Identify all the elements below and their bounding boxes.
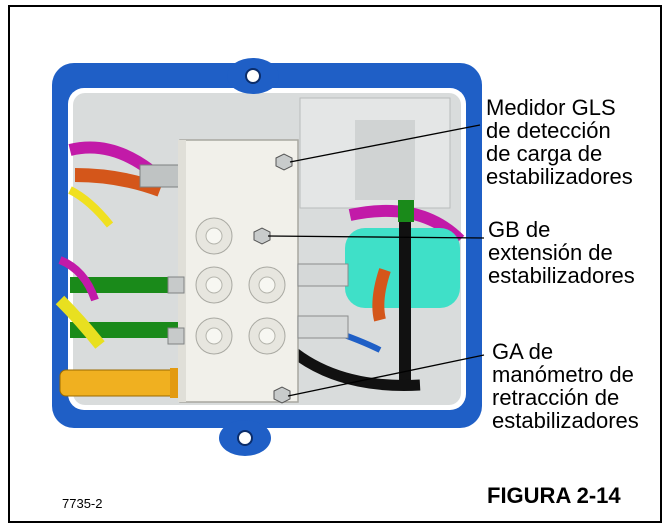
top-mount-hole xyxy=(245,68,261,84)
valve-4-core xyxy=(205,327,223,345)
yellow-hose-upper xyxy=(68,186,114,228)
valve-2-core xyxy=(205,276,223,294)
gb-gauge-port xyxy=(253,227,271,245)
fitting-left-2 xyxy=(167,327,185,345)
magenta-hose xyxy=(68,141,154,175)
valve-1-core xyxy=(205,227,223,245)
fitting-right-2 xyxy=(297,315,349,339)
manifold-block xyxy=(179,139,299,403)
gls-gauge-port xyxy=(275,153,293,171)
callout-gls-gauge: Medidor GLS de detección de carga de est… xyxy=(486,95,633,189)
magenta-hose-lower xyxy=(58,256,99,302)
callout-gb-gauge: GB de extensión de estabilizadores xyxy=(488,217,635,288)
valve-5-core xyxy=(258,327,276,345)
bottom-mount-hole xyxy=(237,430,253,446)
callout-ga-gauge: GA de manómetro de retracción de estabil… xyxy=(492,339,639,433)
yellow-hose-lower xyxy=(55,295,105,349)
valve-group xyxy=(195,217,286,355)
fitting-left-1 xyxy=(167,276,185,294)
ga-gauge-port xyxy=(273,386,291,404)
figure-code: 7735-2 xyxy=(62,496,103,511)
ga-leader xyxy=(287,354,485,397)
orange-hose-right xyxy=(372,268,391,322)
rear-bracket xyxy=(355,120,415,200)
gls-leader xyxy=(289,124,481,163)
gb-leader xyxy=(267,235,485,239)
green-fitting-right xyxy=(398,200,414,222)
fitting-upper-left xyxy=(139,164,181,188)
fitting-right-1 xyxy=(297,263,349,287)
manifold-side xyxy=(178,140,186,402)
valve-3-core xyxy=(258,276,276,294)
figure-title: FIGURA 2-14 xyxy=(487,483,621,508)
